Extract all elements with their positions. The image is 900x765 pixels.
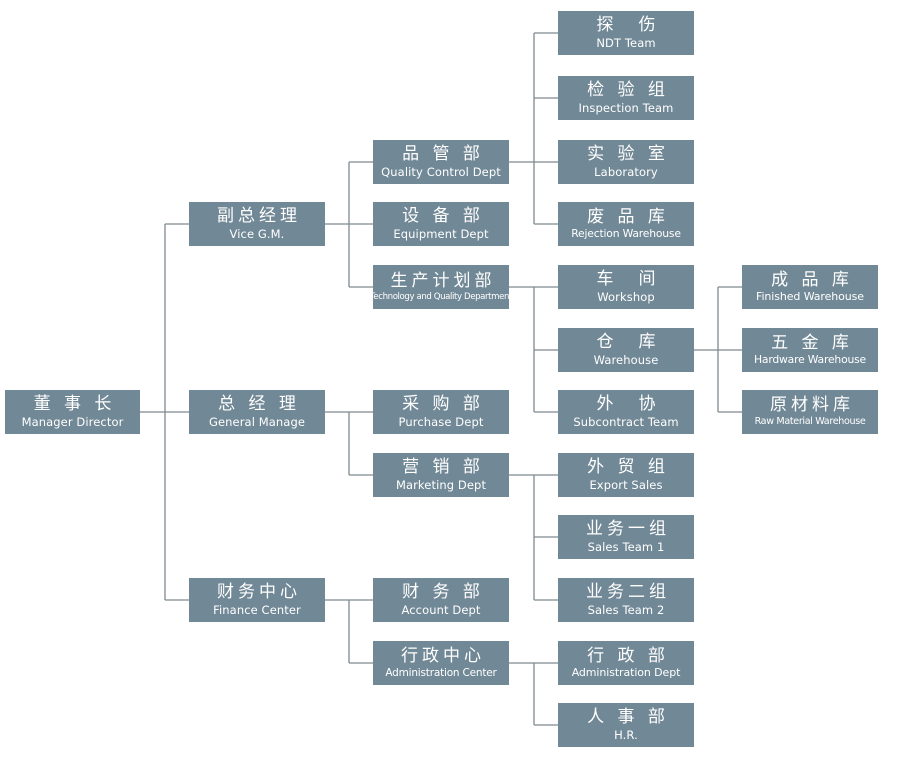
node-inspection-zh: 检 验 组 — [587, 80, 669, 101]
node-finished-en: Finished Warehouse — [756, 290, 864, 304]
node-sales2-zh: 业务二组 — [586, 582, 670, 603]
node-workshop: 车 间 Workshop — [558, 265, 694, 309]
node-rejection: 废 品 库 Rejection Warehouse — [558, 202, 694, 246]
node-vice-gm-en: Vice G.M. — [229, 227, 285, 242]
node-raw-material: 原材料库 Raw Material Warehouse — [742, 390, 878, 434]
node-hardware-zh: 五 金 库 — [771, 332, 853, 353]
node-vice-gm-zh: 副总经理 — [217, 206, 301, 227]
node-export: 外 贸 组 Export Sales — [558, 453, 694, 497]
node-sales2: 业务二组 Sales Team 2 — [558, 578, 694, 622]
node-warehouse-zh: 仓 库 — [596, 332, 660, 353]
node-admin-dept: 行 政 部 Administration Dept — [558, 641, 694, 685]
node-subcontract-zh: 外 协 — [596, 394, 660, 415]
node-hr-zh: 人 事 部 — [587, 707, 669, 728]
node-marketing-en: Marketing Dept — [395, 478, 487, 493]
node-rejection-en: Rejection Warehouse — [571, 227, 681, 241]
node-hr: 人 事 部 H.R. — [558, 703, 694, 747]
node-purchase: 采 购 部 Purchase Dept — [373, 390, 509, 434]
node-admin-dept-zh: 行 政 部 — [587, 645, 669, 666]
node-sales1-zh: 业务一组 — [586, 519, 670, 540]
node-raw-material-en: Raw Material Warehouse — [754, 416, 866, 428]
node-chairman: 董 事 长 Manager Director — [5, 390, 140, 434]
node-ndt-en: NDT Team — [596, 36, 656, 51]
node-admin-center-en: Administration Center — [385, 666, 497, 679]
node-laboratory-zh: 实 验 室 — [587, 144, 669, 165]
node-warehouse-en: Warehouse — [593, 353, 659, 368]
node-production-zh: 生产计划部 — [390, 270, 496, 291]
node-finished-zh: 成 品 库 — [771, 269, 853, 290]
node-account: 财 务 部 Account Dept — [373, 578, 509, 622]
node-export-en: Export Sales — [589, 478, 663, 493]
node-admin-center: 行政中心 Administration Center — [373, 641, 509, 685]
node-ndt: 探 伤 NDT Team — [558, 11, 694, 55]
node-production-en: Technology and Quality Department — [370, 291, 513, 302]
node-equipment: 设 备 部 Equipment Dept — [373, 202, 509, 246]
node-purchase-zh: 采 购 部 — [402, 394, 484, 415]
node-admin-dept-en: Administration Dept — [571, 666, 681, 680]
node-account-en: Account Dept — [401, 603, 481, 618]
node-ndt-zh: 探 伤 — [596, 15, 660, 36]
node-account-zh: 财 务 部 — [402, 582, 484, 603]
node-workshop-zh: 车 间 — [596, 269, 660, 290]
node-marketing-zh: 营 销 部 — [402, 457, 484, 478]
node-rejection-zh: 废 品 库 — [587, 206, 669, 227]
node-sales1-en: Sales Team 1 — [587, 540, 665, 555]
node-laboratory: 实 验 室 Laboratory — [558, 140, 694, 184]
node-sales1: 业务一组 Sales Team 1 — [558, 515, 694, 559]
node-workshop-en: Workshop — [597, 290, 655, 305]
node-quality-control-zh: 品 管 部 — [402, 144, 484, 165]
node-raw-material-zh: 原材料库 — [770, 395, 854, 416]
node-hr-en: H.R. — [614, 728, 638, 743]
node-finance-center: 财务中心 Finance Center — [189, 578, 325, 622]
node-equipment-en: Equipment Dept — [393, 227, 489, 242]
node-hardware: 五 金 库 Hardware Warehouse — [742, 328, 878, 372]
node-purchase-en: Purchase Dept — [398, 415, 484, 430]
node-equipment-zh: 设 备 部 — [402, 206, 484, 227]
node-inspection-en: Inspection Team — [578, 101, 674, 116]
node-subcontract: 外 协 Subcontract Team — [558, 390, 694, 434]
node-subcontract-en: Subcontract Team — [573, 415, 679, 430]
node-hardware-en: Hardware Warehouse — [754, 353, 866, 367]
node-inspection: 检 验 组 Inspection Team — [558, 76, 694, 120]
node-finished: 成 品 库 Finished Warehouse — [742, 265, 878, 309]
node-quality-control: 品 管 部 Quality Control Dept — [373, 140, 509, 184]
node-gm-en: General Manage — [208, 415, 306, 430]
node-gm: 总 经 理 General Manage — [189, 390, 325, 434]
node-production: 生产计划部 Technology and Quality Department — [370, 265, 513, 309]
node-export-zh: 外 贸 组 — [587, 457, 669, 478]
node-laboratory-en: Laboratory — [594, 165, 658, 180]
node-chairman-en: Manager Director — [21, 415, 124, 430]
node-quality-control-en: Quality Control Dept — [381, 165, 501, 180]
node-admin-center-zh: 行政中心 — [401, 645, 485, 666]
node-warehouse: 仓 库 Warehouse — [558, 328, 694, 372]
node-chairman-zh: 董 事 长 — [33, 394, 116, 415]
node-sales2-en: Sales Team 2 — [587, 603, 665, 618]
node-marketing: 营 销 部 Marketing Dept — [373, 453, 509, 497]
node-vice-gm: 副总经理 Vice G.M. — [189, 202, 325, 246]
node-finance-center-en: Finance Center — [213, 603, 301, 618]
node-finance-center-zh: 财务中心 — [217, 582, 301, 603]
node-gm-zh: 总 经 理 — [218, 394, 300, 415]
